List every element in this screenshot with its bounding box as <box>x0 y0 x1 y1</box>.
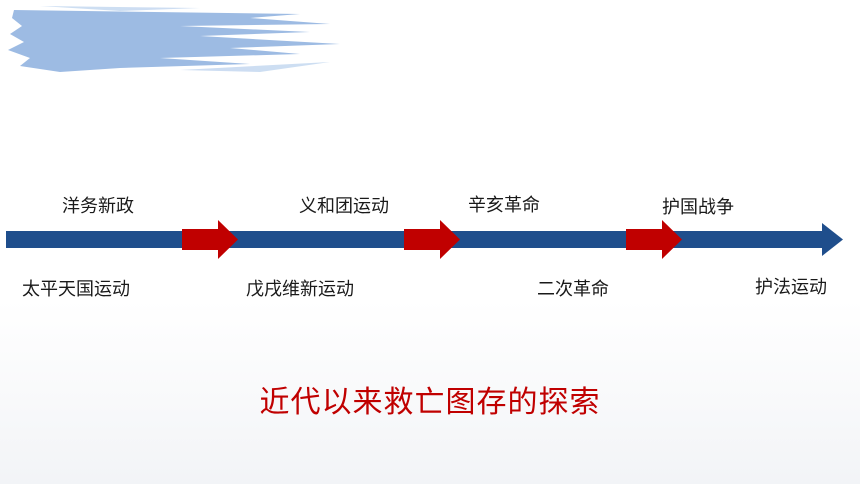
event-label-wuxu: 戊戌维新运动 <box>246 279 354 300</box>
event-label-huguo: 护国战争 <box>662 197 734 218</box>
background-texture <box>0 300 860 484</box>
event-label-taiping: 太平天国运动 <box>22 279 130 300</box>
event-label-hufa: 护法运动 <box>755 277 827 298</box>
timeline-marker-2 <box>404 220 460 259</box>
page-title: 近代以来救亡图存的探索 <box>259 385 601 420</box>
event-label-xinhai: 辛亥革命 <box>468 195 540 216</box>
event-label-yihetuan: 义和团运动 <box>299 196 389 217</box>
event-label-yangwu: 洋务新政 <box>62 196 134 217</box>
event-label-erci: 二次革命 <box>537 279 609 300</box>
timeline-marker-3 <box>626 220 682 259</box>
timeline-arrowhead <box>822 223 843 256</box>
brush-stroke-decoration <box>8 6 340 72</box>
timeline-marker-1 <box>182 220 238 259</box>
